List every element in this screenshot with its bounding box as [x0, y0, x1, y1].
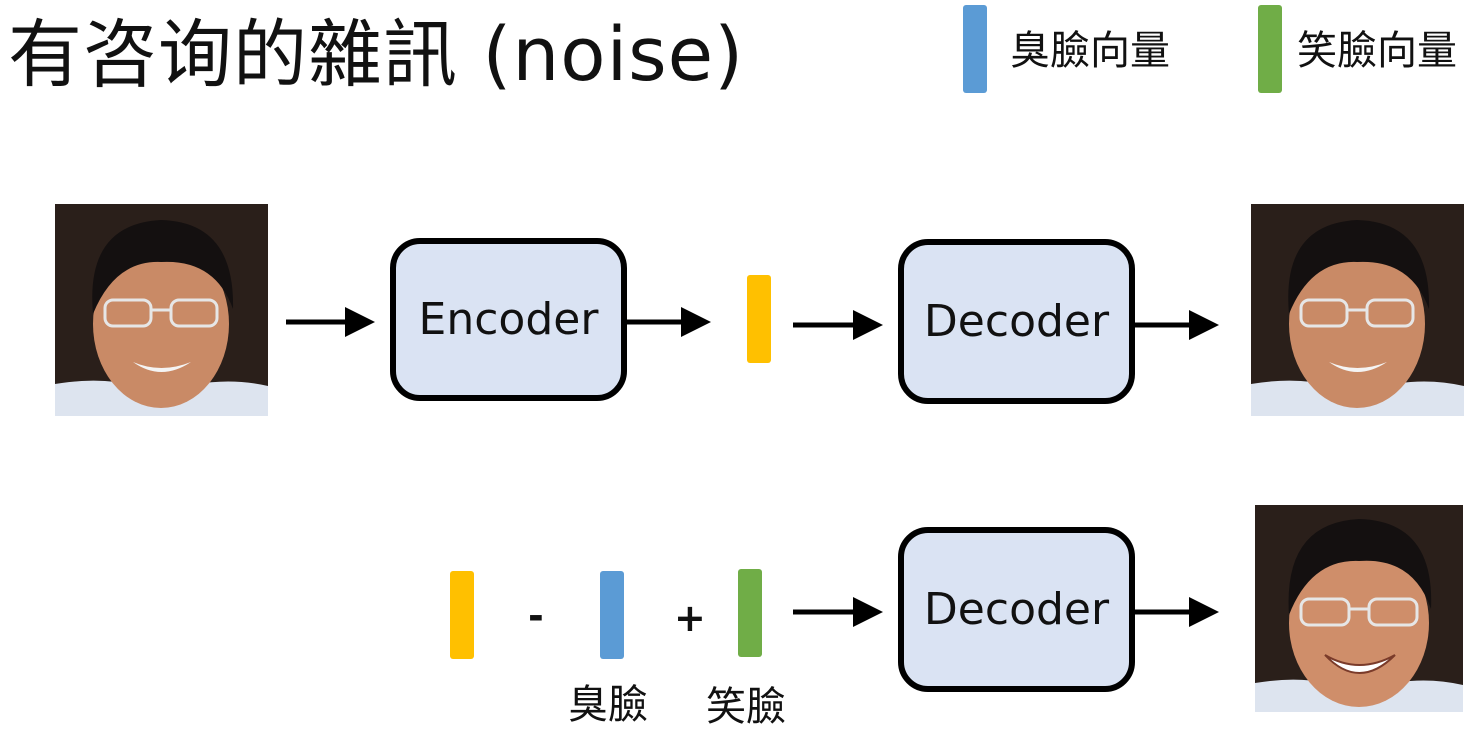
latent-code-vector-2	[450, 571, 474, 659]
plus-operator: +	[674, 596, 706, 640]
decoder-box: Decoder	[898, 239, 1135, 404]
slide-title: 有咨询的雜訊 (noise)	[8, 12, 745, 98]
frown-vector	[600, 571, 624, 659]
decoder-box-2: Decoder	[898, 527, 1135, 692]
legend-smile-label: 笑臉向量	[1297, 28, 1457, 74]
reconstructed-face-photo	[1251, 204, 1464, 416]
input-face-photo	[55, 204, 268, 416]
legend-smile-swatch	[1258, 5, 1282, 93]
encoder-box: Encoder	[390, 238, 627, 401]
smile-vector-label: 笑臉	[706, 684, 786, 730]
latent-code-vector	[747, 275, 771, 363]
frown-vector-label: 臭臉	[568, 682, 648, 728]
legend-frown-label: 臭臉向量	[1010, 28, 1170, 74]
smile-vector	[738, 569, 762, 657]
minus-operator: -	[528, 594, 544, 638]
legend-frown-swatch	[963, 5, 987, 93]
smiling-face-photo	[1255, 505, 1463, 712]
